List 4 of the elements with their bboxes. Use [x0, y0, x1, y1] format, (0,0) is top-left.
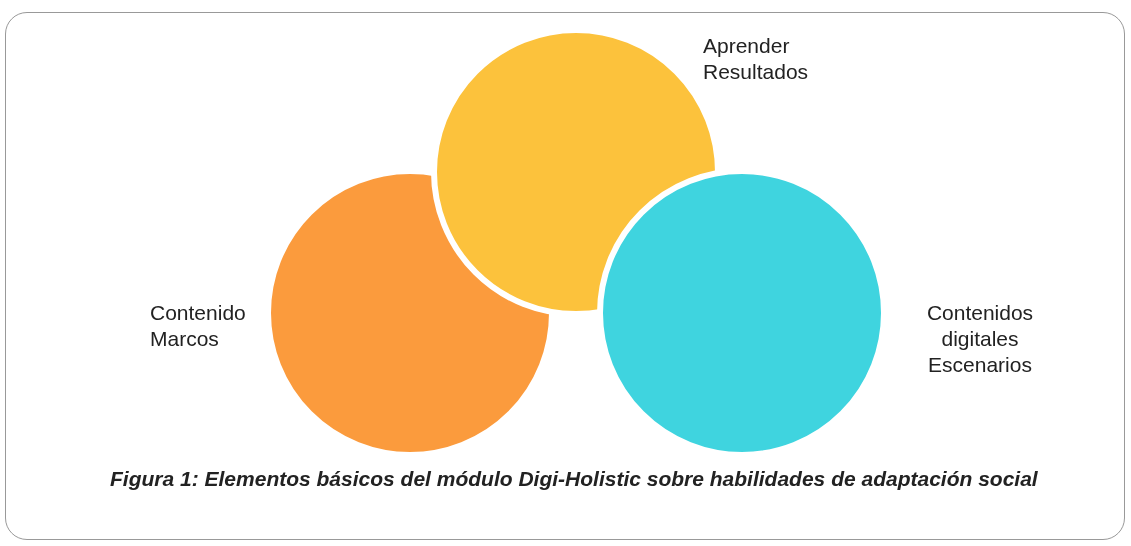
figure-caption: Figura 1: Elementos básicos del módulo Digi-Holistic sobre habilidades de adaptación social — [110, 466, 1039, 492]
circle-label: Contenidos digitales Escenarios — [925, 300, 1035, 378]
circle-label: Contenido Marcos — [150, 300, 247, 352]
circle-label: Aprender Resultados — [703, 33, 810, 85]
